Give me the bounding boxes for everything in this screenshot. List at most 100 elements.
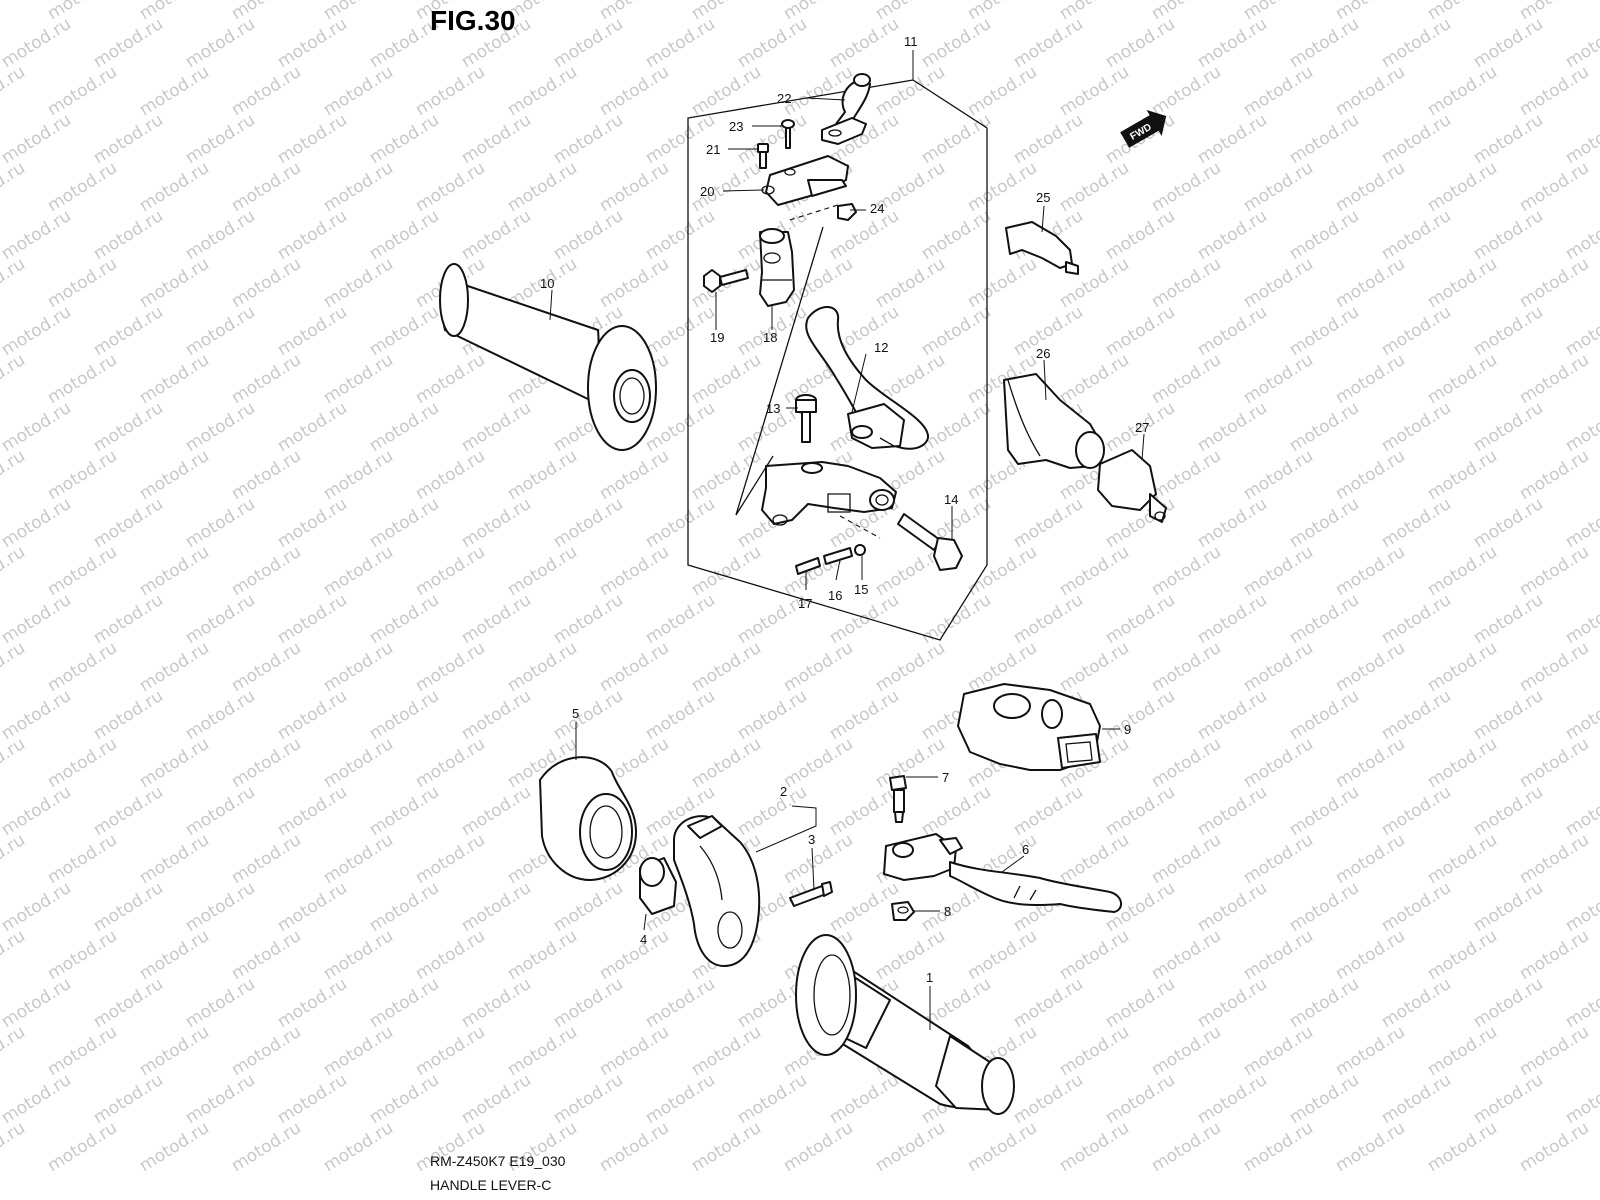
- watermark-text: motod.ru: [1056, 926, 1133, 984]
- watermark-text: motod.ru: [642, 302, 719, 360]
- watermark-text: motod.ru: [1332, 446, 1409, 504]
- watermark-text: motod.ru: [1378, 302, 1455, 360]
- watermark-text: motod.ru: [1424, 350, 1501, 408]
- watermark-text: motod.ru: [274, 1070, 351, 1128]
- watermark-text: motod.ru: [1378, 110, 1455, 168]
- watermark-text: motod.ru: [274, 206, 351, 264]
- watermark-text: motod.ru: [688, 542, 765, 600]
- watermark-text: motod.ru: [1470, 974, 1547, 1032]
- watermark-text: motod.ru: [44, 638, 121, 696]
- bolt-13: [795, 394, 817, 443]
- watermark-text: motod.ru: [918, 590, 995, 648]
- watermark-text: motod.ru: [1332, 926, 1409, 984]
- watermark-text: motod.ru: [1194, 494, 1271, 552]
- watermark-text: motod.ru: [228, 254, 305, 312]
- watermark-text: motod.ru: [1194, 1070, 1271, 1128]
- watermark-text: motod.ru: [0, 830, 29, 888]
- watermark-text: motod.ru: [550, 110, 627, 168]
- watermark-text: motod.ru: [412, 62, 489, 120]
- watermark-text: motod.ru: [1286, 206, 1363, 264]
- callout-24: 24: [870, 201, 884, 216]
- watermark-text: motod.ru: [44, 158, 121, 216]
- spring-17: [795, 557, 821, 575]
- watermark-text: motod.ru: [320, 542, 397, 600]
- watermark-text: motod.ru: [366, 782, 443, 840]
- watermark-text: motod.ru: [1286, 494, 1363, 552]
- watermark-text: motod.ru: [1424, 446, 1501, 504]
- watermark-text: motod.ru: [0, 686, 75, 744]
- brake-lever-6: [883, 833, 1122, 913]
- callout-23: 23: [729, 119, 743, 134]
- watermark-text: motod.ru: [1286, 1070, 1363, 1128]
- watermark-text: motod.ru: [1424, 542, 1501, 600]
- watermark-text: motod.ru: [0, 926, 29, 984]
- watermark-text: motod.ru: [228, 830, 305, 888]
- watermark-text: motod.ru: [642, 14, 719, 72]
- watermark-text: motod.ru: [596, 542, 673, 600]
- watermark-text: motod.ru: [1194, 398, 1271, 456]
- watermark-text: motod.ru: [90, 974, 167, 1032]
- callout-26: 26: [1036, 346, 1050, 361]
- watermark-text: motod.ru: [1332, 158, 1409, 216]
- watermark-text: motod.ru: [228, 1118, 305, 1176]
- watermark-text: motod.ru: [458, 398, 535, 456]
- watermark-text: motod.ru: [1378, 398, 1455, 456]
- watermark-text: motod.ru: [320, 62, 397, 120]
- watermark-text: motod.ru: [1056, 638, 1133, 696]
- watermark-text: motod.ru: [1332, 1118, 1409, 1176]
- watermark-text: motod.ru: [734, 110, 811, 168]
- watermark-text: motod.ru: [1240, 446, 1317, 504]
- watermark-text: motod.ru: [0, 494, 75, 552]
- watermark-text: motod.ru: [90, 686, 167, 744]
- watermark-text: motod.ru: [458, 206, 535, 264]
- watermark-text: motod.ru: [182, 782, 259, 840]
- watermark-text: motod.ru: [44, 542, 121, 600]
- watermark-text: motod.ru: [412, 734, 489, 792]
- watermark-text: motod.ru: [182, 686, 259, 744]
- watermark-text: motod.ru: [872, 734, 949, 792]
- watermark-text: motod.ru: [458, 782, 535, 840]
- watermark-text: motod.ru: [1470, 878, 1547, 936]
- watermark-text: motod.ru: [1516, 1118, 1593, 1176]
- watermark-text: motod.ru: [412, 446, 489, 504]
- callout-labels: 11 22 23 21 20 24 19 18 10 12 13 14 15 1…: [540, 34, 1149, 985]
- watermark-text: motod.ru: [1010, 590, 1087, 648]
- watermark-text: motod.ru: [228, 62, 305, 120]
- watermark-text: motod.ru: [182, 1070, 259, 1128]
- watermark-text: motod.ru: [136, 542, 213, 600]
- watermark-text: motod.ru: [1378, 494, 1455, 552]
- watermark-text: motod.ru: [182, 494, 259, 552]
- watermark-text: motod.ru: [780, 638, 857, 696]
- watermark-text: motod.ru: [274, 398, 351, 456]
- watermark-text: motod.ru: [1516, 1022, 1593, 1080]
- watermark-text: motod.ru: [458, 878, 535, 936]
- watermark-text: motod.ru: [320, 926, 397, 984]
- watermark-text: motod.ru: [274, 590, 351, 648]
- watermark-text: motod.ru: [504, 158, 581, 216]
- watermark-text: motod.ru: [90, 14, 167, 72]
- watermark-text: motod.ru: [366, 686, 443, 744]
- watermark-text: motod.ru: [596, 254, 673, 312]
- bolt-21: [757, 143, 769, 169]
- watermark-text: motod.ru: [366, 302, 443, 360]
- watermark-text: motod.ru: [458, 494, 535, 552]
- watermark-text: motod.ru: [1424, 638, 1501, 696]
- watermark-text: motod.ru: [458, 1070, 535, 1128]
- watermark-text: motod.ru: [1056, 1118, 1133, 1176]
- watermark-text: motod.ru: [550, 494, 627, 552]
- watermark-text: motod.ru: [1194, 206, 1271, 264]
- watermark-text: motod.ru: [1470, 14, 1547, 72]
- watermark-text: motod.ru: [412, 638, 489, 696]
- watermark-text: motod.ru: [0, 974, 75, 1032]
- watermark-text: motod.ru: [1148, 926, 1225, 984]
- callout-27: 27: [1135, 420, 1149, 435]
- watermark-text: motod.ru: [0, 14, 75, 72]
- watermark-text: motod.ru: [1148, 542, 1225, 600]
- watermark-text: motod.ru: [1194, 782, 1271, 840]
- callout-9: 9: [1124, 722, 1131, 737]
- watermark-text: motod.ru: [182, 206, 259, 264]
- watermark-text: motod.ru: [964, 254, 1041, 312]
- callout-19: 19: [710, 330, 724, 345]
- watermark-text: motod.ru: [0, 878, 75, 936]
- watermark-text: motod.ru: [44, 734, 121, 792]
